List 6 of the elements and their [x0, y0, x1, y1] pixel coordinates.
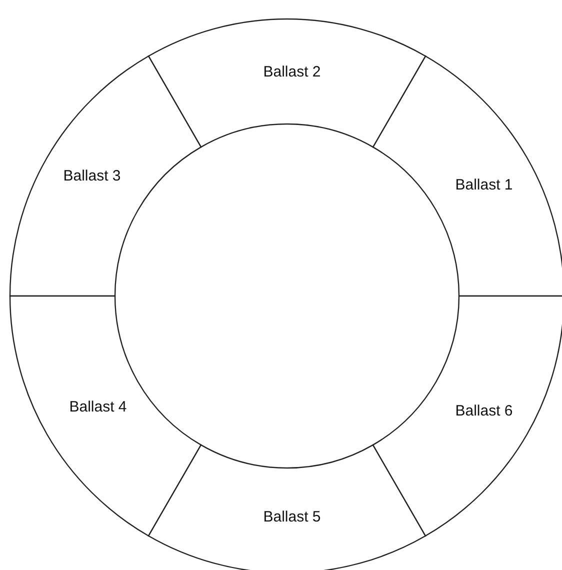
segment-label: Ballast 6: [455, 402, 513, 420]
segment-label: Ballast 1: [455, 176, 513, 194]
segment-label: Ballast 5: [263, 508, 321, 526]
segment-label: Ballast 3: [63, 168, 121, 184]
segment-label: Ballast 2: [263, 64, 321, 80]
segment-label: Ballast 4: [69, 398, 127, 416]
